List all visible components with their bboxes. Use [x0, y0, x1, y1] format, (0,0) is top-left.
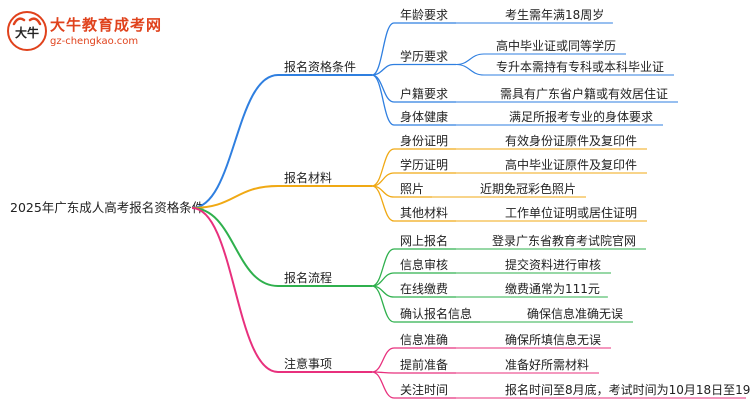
detail-label: 高中毕业证或同等学历: [496, 38, 616, 53]
detail-label: 缴费通常为111元: [505, 281, 600, 296]
item-label: 身体健康: [400, 109, 448, 124]
detail-label: 工作单位证明或居住证明: [505, 205, 637, 220]
item-label: 其他材料: [400, 206, 448, 220]
detail-label: 登录广东省教育考试院官网: [492, 233, 636, 248]
item-label: 信息审核: [400, 257, 448, 272]
detail-label: 确保信息准确无误: [527, 306, 623, 321]
item-label: 确认报名信息: [400, 306, 472, 321]
detail-label: 专升本需持有专科或本科毕业证: [496, 59, 664, 74]
item-label: 照片: [400, 182, 424, 196]
item-connector: [371, 63, 395, 76]
logo-mark-text: 大牛: [15, 25, 39, 40]
detail-label: 高中毕业证原件及复印件: [505, 157, 637, 172]
logo: 大牛 大牛教育成考网 gz-chengkao.com: [6, 10, 176, 56]
item-label: 身份证明: [400, 133, 448, 148]
branch-label: 报名资格条件: [284, 59, 356, 74]
detail-label: 报名时间至8月底，考试时间为10月18日至19日: [505, 382, 750, 397]
root-topic: 2025年广东成人高考报名资格条件: [10, 200, 204, 215]
item-label: 在线缴费: [400, 281, 448, 296]
detail-connector: [455, 63, 485, 76]
bull-logo-icon: 大牛: [7, 11, 47, 51]
item-connector: [371, 148, 395, 187]
detail-label: 提交资料进行审核: [505, 257, 601, 272]
branch-connector: [191, 207, 279, 287]
item-label: 信息准确: [400, 332, 448, 347]
item-label: 户籍要求: [400, 86, 448, 101]
item-label: 年龄要求: [400, 8, 448, 22]
detail-label: 满足所报考专业的身体要求: [509, 109, 653, 124]
detail-label: 有效身份证原件及复印件: [505, 133, 637, 148]
logo-url: gz-chengkao.com: [50, 36, 139, 47]
branch-label: 注意事项: [284, 356, 332, 371]
detail-label: 准备好所需材料: [505, 358, 589, 372]
detail-label: 近期免冠彩色照片: [480, 181, 576, 196]
item-label: 网上报名: [400, 233, 448, 248]
item-label: 提前准备: [400, 357, 448, 372]
item-label: 学历证明: [400, 157, 448, 172]
detail-connector: [455, 53, 485, 66]
branch-connector: [191, 207, 279, 373]
item-connector: [371, 22, 395, 76]
item-connector: [371, 248, 395, 287]
item-label: 关注时间: [400, 382, 448, 397]
logo-title: 大牛教育成考网: [50, 16, 163, 34]
detail-label: 确保所填信息无误: [505, 332, 601, 347]
item-connector: [371, 347, 395, 373]
item-connector: [371, 74, 395, 126]
item-connector: [371, 185, 395, 222]
branch-label: 报名流程: [284, 270, 332, 285]
item-connector: [371, 285, 395, 323]
item-label: 学历要求: [400, 49, 448, 64]
branch-connector: [191, 74, 279, 209]
item-connector: [371, 371, 395, 399]
detail-label: 需具有广东省户籍或有效居住证: [500, 86, 668, 101]
detail-label: 考生需年满18周岁: [505, 7, 604, 22]
branch-label: 报名材料: [284, 170, 332, 185]
branch-connector: [191, 185, 279, 209]
